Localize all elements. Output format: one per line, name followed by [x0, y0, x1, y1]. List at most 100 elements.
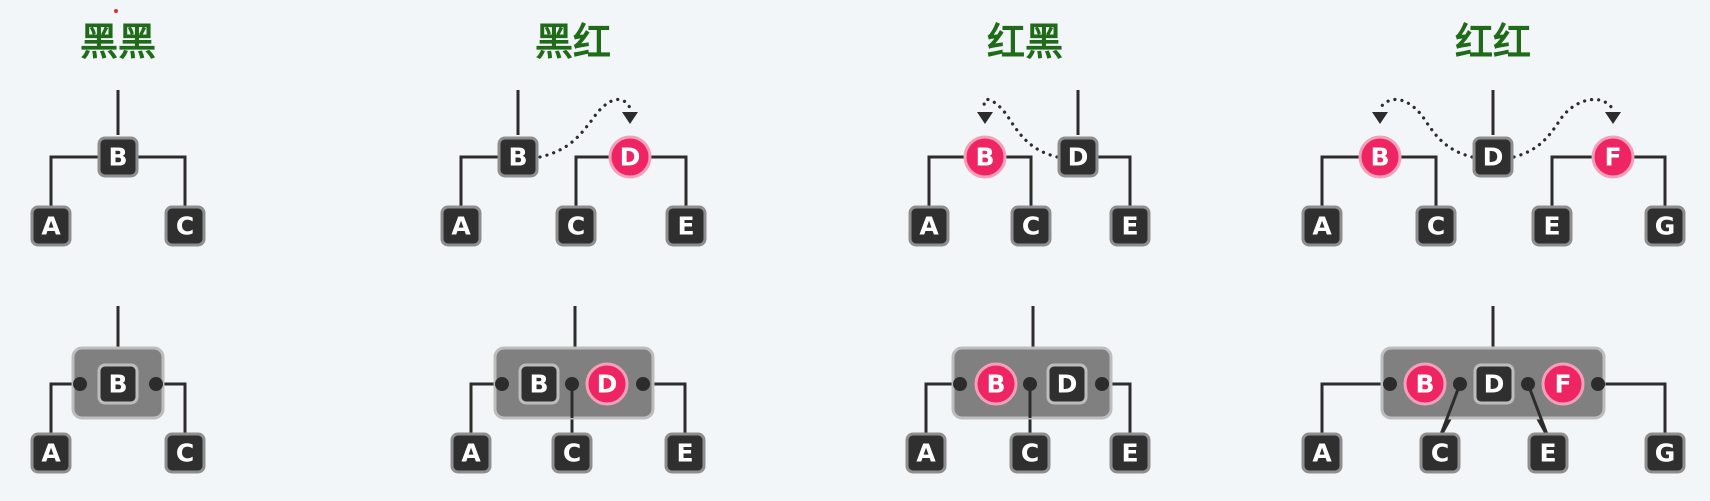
node-label: A: [41, 439, 61, 468]
node-black: A: [440, 205, 482, 247]
edge: [642, 382, 687, 437]
edge: [1526, 383, 1550, 438]
edge: [1097, 155, 1132, 210]
node-red: D: [608, 135, 652, 179]
node-black: E: [1109, 432, 1151, 474]
merged-234-node: B A C: [30, 306, 206, 474]
node-black: D: [1057, 136, 1099, 178]
node-label: A: [916, 439, 936, 468]
column-title: 红红: [1455, 20, 1531, 64]
edge: [1400, 155, 1438, 210]
node-label: E: [676, 439, 693, 468]
binary-tree: B A C: [30, 90, 206, 247]
node-black: A: [1301, 432, 1343, 474]
node-black: D: [1046, 363, 1088, 405]
merged-234-node: B D A C E: [905, 306, 1151, 474]
node-black: A: [30, 205, 72, 247]
node-label: B: [508, 143, 527, 172]
node-label: E: [1539, 439, 1556, 468]
node-label: B: [986, 370, 1005, 399]
edge: [1438, 383, 1462, 438]
node-label: D: [620, 143, 641, 172]
node-black: C: [1415, 205, 1457, 247]
rotation-arrow: [982, 97, 1059, 159]
node-label: A: [461, 439, 481, 468]
node-red: F: [1541, 362, 1585, 406]
node-black: E: [664, 432, 706, 474]
node-black: A: [1301, 205, 1343, 247]
pointer-dot: [1591, 377, 1605, 391]
edge: [574, 155, 610, 210]
node-label: D: [1057, 370, 1078, 399]
node-label: A: [919, 212, 939, 241]
rotation-arrow: [1512, 97, 1614, 159]
arrowhead: [1372, 112, 1388, 124]
node-black: D: [1472, 136, 1514, 178]
node-black: C: [164, 205, 206, 247]
column-title: 黑红: [535, 20, 611, 64]
node-black: C: [1009, 432, 1051, 474]
node-label: E: [1121, 439, 1138, 468]
node-black: B: [97, 136, 139, 178]
red-dot-marker: [114, 9, 118, 13]
edge: [157, 382, 187, 437]
node-black: C: [551, 432, 593, 474]
pointer-dot: [1383, 377, 1397, 391]
node-red: B: [963, 135, 1007, 179]
node-label: C: [176, 439, 194, 468]
column-title: 黑黑: [80, 20, 156, 64]
arrowhead: [1605, 112, 1621, 124]
node-black: C: [1010, 205, 1052, 247]
node-label: C: [1022, 212, 1040, 241]
node-label: C: [567, 212, 585, 241]
node-label: D: [1068, 143, 1089, 172]
column-black-red: 黑红 B D A C: [440, 20, 707, 474]
node-black: C: [164, 432, 206, 474]
pointer-dot: [565, 377, 579, 391]
node-label: B: [108, 370, 127, 399]
node-label: C: [1431, 439, 1449, 468]
node-black: C: [555, 205, 597, 247]
edge: [137, 155, 187, 210]
node-black: A: [905, 432, 947, 474]
node-label: G: [1655, 212, 1676, 241]
node-black: A: [450, 432, 492, 474]
rotation-arrow: [538, 97, 632, 159]
edge: [1320, 382, 1390, 437]
pointer-dot: [1023, 377, 1037, 391]
node-label: B: [975, 143, 994, 172]
node-label: E: [1121, 212, 1138, 241]
node-label: A: [451, 212, 471, 241]
node-label: G: [1655, 439, 1676, 468]
edge: [49, 382, 79, 437]
node-label: D: [1484, 370, 1505, 399]
node-black: B: [97, 363, 139, 405]
node-label: E: [677, 212, 694, 241]
node-label: C: [1427, 212, 1445, 241]
merged-234-node: B D F A C E G: [1301, 306, 1686, 474]
node-label: A: [1312, 439, 1332, 468]
edge: [1633, 155, 1667, 210]
node-label: D: [1483, 143, 1504, 172]
node-label: F: [1554, 370, 1571, 399]
binary-tree: B D F A C E G: [1301, 90, 1686, 247]
rotation-arrow: [1378, 97, 1474, 159]
node-red: D: [585, 362, 629, 406]
node-black: E: [1531, 205, 1573, 247]
node-red: B: [974, 362, 1018, 406]
node-label: C: [563, 439, 581, 468]
node-red: B: [1403, 362, 1447, 406]
node-black: E: [1109, 205, 1151, 247]
pointer-dot: [1453, 377, 1467, 391]
merged-234-node: B D A C E: [450, 306, 706, 474]
pointer-dot: [953, 377, 967, 391]
node-label: C: [176, 212, 194, 241]
pointer-dot: [1095, 377, 1109, 391]
edge: [49, 155, 99, 210]
edge: [1598, 382, 1667, 437]
edge: [927, 155, 965, 210]
node-black: B: [497, 136, 539, 178]
node-black: G: [1644, 432, 1686, 474]
node-black: A: [30, 432, 72, 474]
